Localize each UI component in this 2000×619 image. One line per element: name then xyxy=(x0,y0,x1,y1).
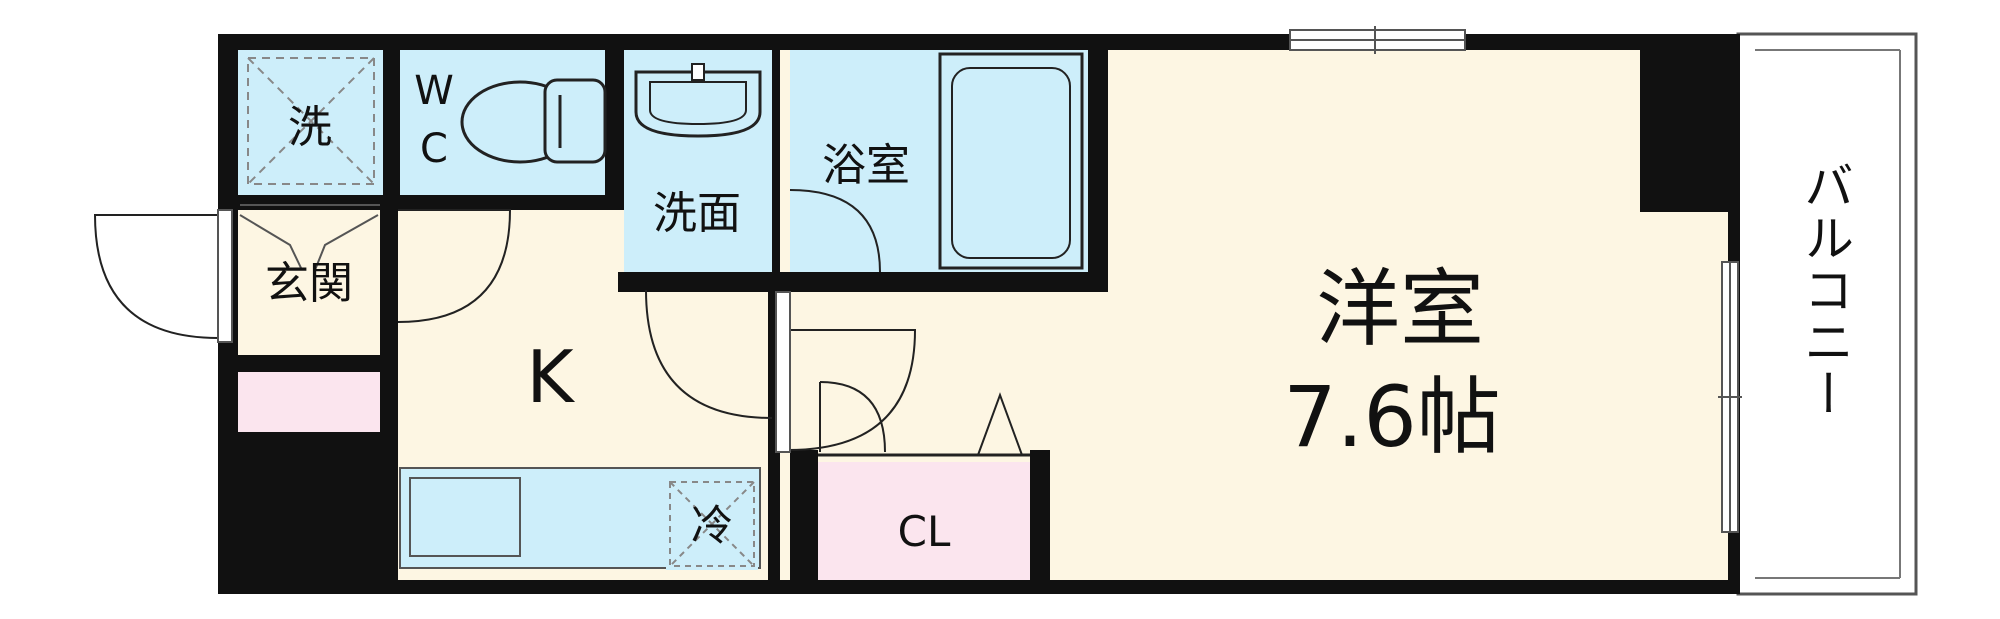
washroom-label: 洗面 xyxy=(653,188,741,239)
washer-label: 洗 xyxy=(288,102,332,153)
western-room-label: 洋室 xyxy=(1316,260,1484,358)
wc-label-c: C xyxy=(420,126,448,172)
balcony-area xyxy=(1736,32,1918,596)
balcony-label: バルコニー xyxy=(1796,160,1854,420)
bathroom-label: 浴室 xyxy=(822,140,910,191)
structural-column xyxy=(1640,34,1738,212)
kitchen-label: K xyxy=(526,335,575,419)
front-door-swing xyxy=(93,214,219,339)
wc-label-w: W xyxy=(414,68,454,114)
closet xyxy=(818,462,1030,580)
sink-icon xyxy=(409,477,521,557)
entrance-label: 玄関 xyxy=(265,258,353,309)
entrance-floor xyxy=(238,210,380,355)
closet-label: CL xyxy=(898,507,951,556)
fridge-label: 冷 xyxy=(691,501,733,550)
western-room-size: 7.6帖 xyxy=(1283,368,1501,466)
shoe-cabinet xyxy=(238,372,380,432)
